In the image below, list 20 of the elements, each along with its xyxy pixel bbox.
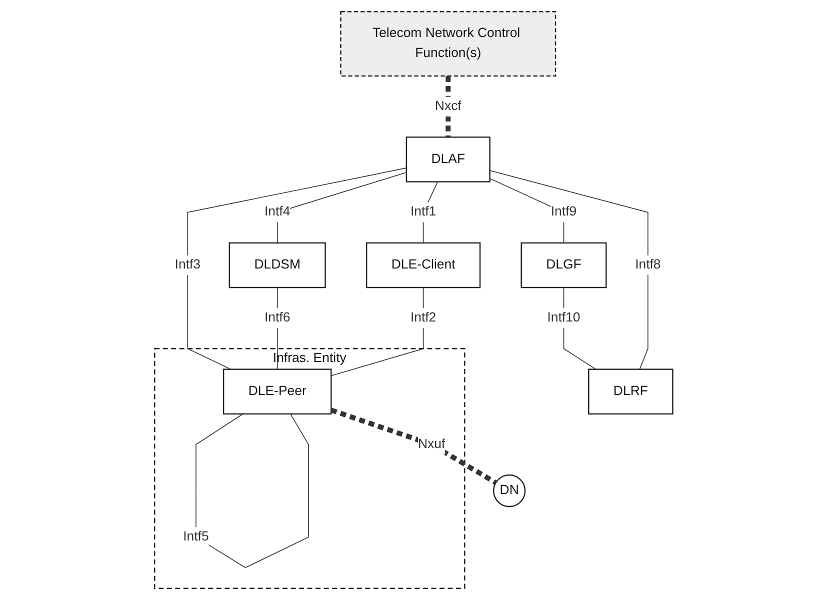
- edge-label: Intf3: [175, 257, 201, 272]
- edge-label: Intf1: [410, 204, 436, 218]
- edge-label: Intf10: [548, 310, 581, 324]
- node-box: DLGF: [521, 242, 608, 288]
- edge-label: Nxcf: [435, 98, 462, 113]
- node-circle: DN: [493, 474, 526, 507]
- edge-label: Nxuf: [418, 436, 446, 451]
- edge-label: Intf9: [551, 204, 577, 218]
- node-box: DLDSM: [229, 242, 326, 288]
- edge-label: Intf2: [410, 310, 436, 324]
- connector: [330, 407, 498, 484]
- node-box: DLE-Client: [366, 242, 481, 288]
- node-box: DLAF: [406, 136, 491, 182]
- edge-label: Intf5: [183, 529, 210, 544]
- edge-label: Intf4: [264, 204, 291, 218]
- node-box: DLE-Peer: [223, 368, 332, 414]
- node-box: DLRF: [588, 368, 674, 414]
- edge-label: Intf8: [635, 257, 662, 272]
- node-box: Telecom Network Control Function(s): [340, 10, 556, 76]
- edge-label: Intf6: [264, 310, 291, 324]
